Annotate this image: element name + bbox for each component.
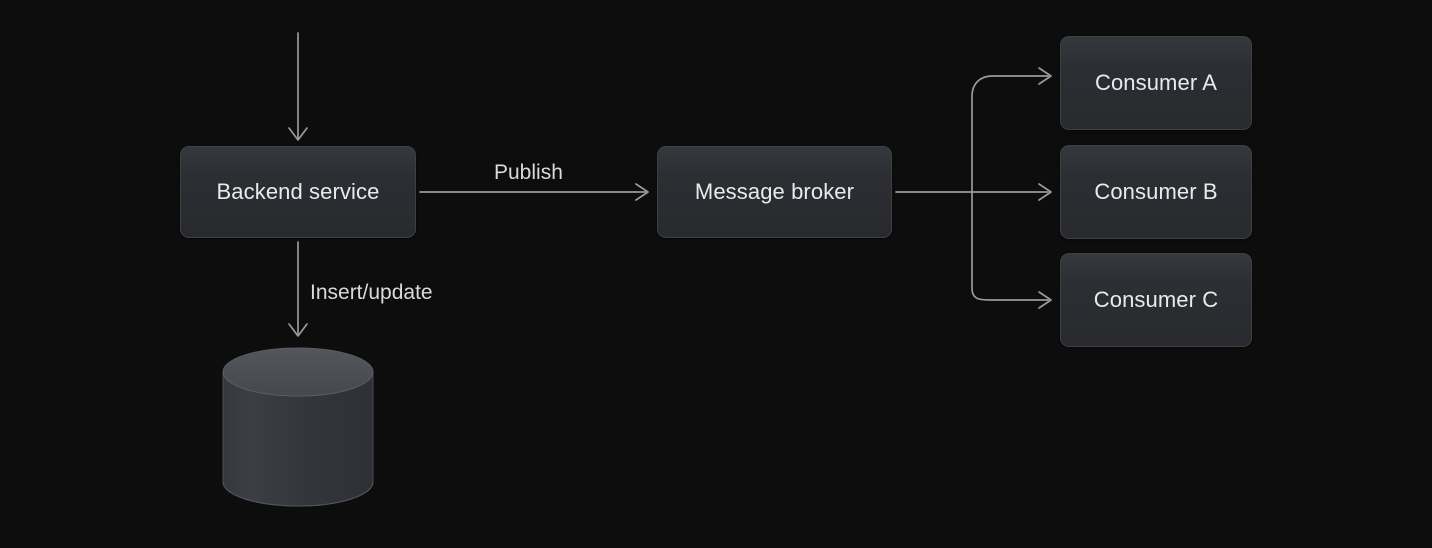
node-consumer-a[interactable]: Consumer A	[1060, 36, 1252, 130]
edge-broker-consumer-a	[971, 67, 1052, 193]
node-label-message-broker: Message broker	[694, 179, 855, 204]
node-consumer-b[interactable]: Consumer B	[1060, 145, 1252, 239]
node-label-consumer-a: Consumer A	[1094, 70, 1218, 95]
edge-inbound-backend	[288, 32, 308, 141]
edge-backend-database	[288, 241, 308, 337]
edge-label-publish: Publish	[494, 161, 563, 184]
node-label-consumer-b: Consumer B	[1094, 179, 1218, 204]
edge-broker-consumer-b	[971, 183, 1052, 201]
edge-label-insert-update: Insert/update	[310, 281, 433, 304]
node-message-broker[interactable]: Message broker	[657, 146, 892, 238]
node-consumer-c[interactable]: Consumer C	[1060, 253, 1252, 347]
edge-broker-consumer-c	[971, 191, 1052, 309]
node-backend-service[interactable]: Backend service	[180, 146, 416, 238]
node-label-consumer-c: Consumer C	[1093, 287, 1219, 312]
node-label-backend-service: Backend service	[216, 179, 380, 204]
edge-backend-broker	[419, 183, 649, 201]
database-cylinder	[222, 347, 374, 507]
